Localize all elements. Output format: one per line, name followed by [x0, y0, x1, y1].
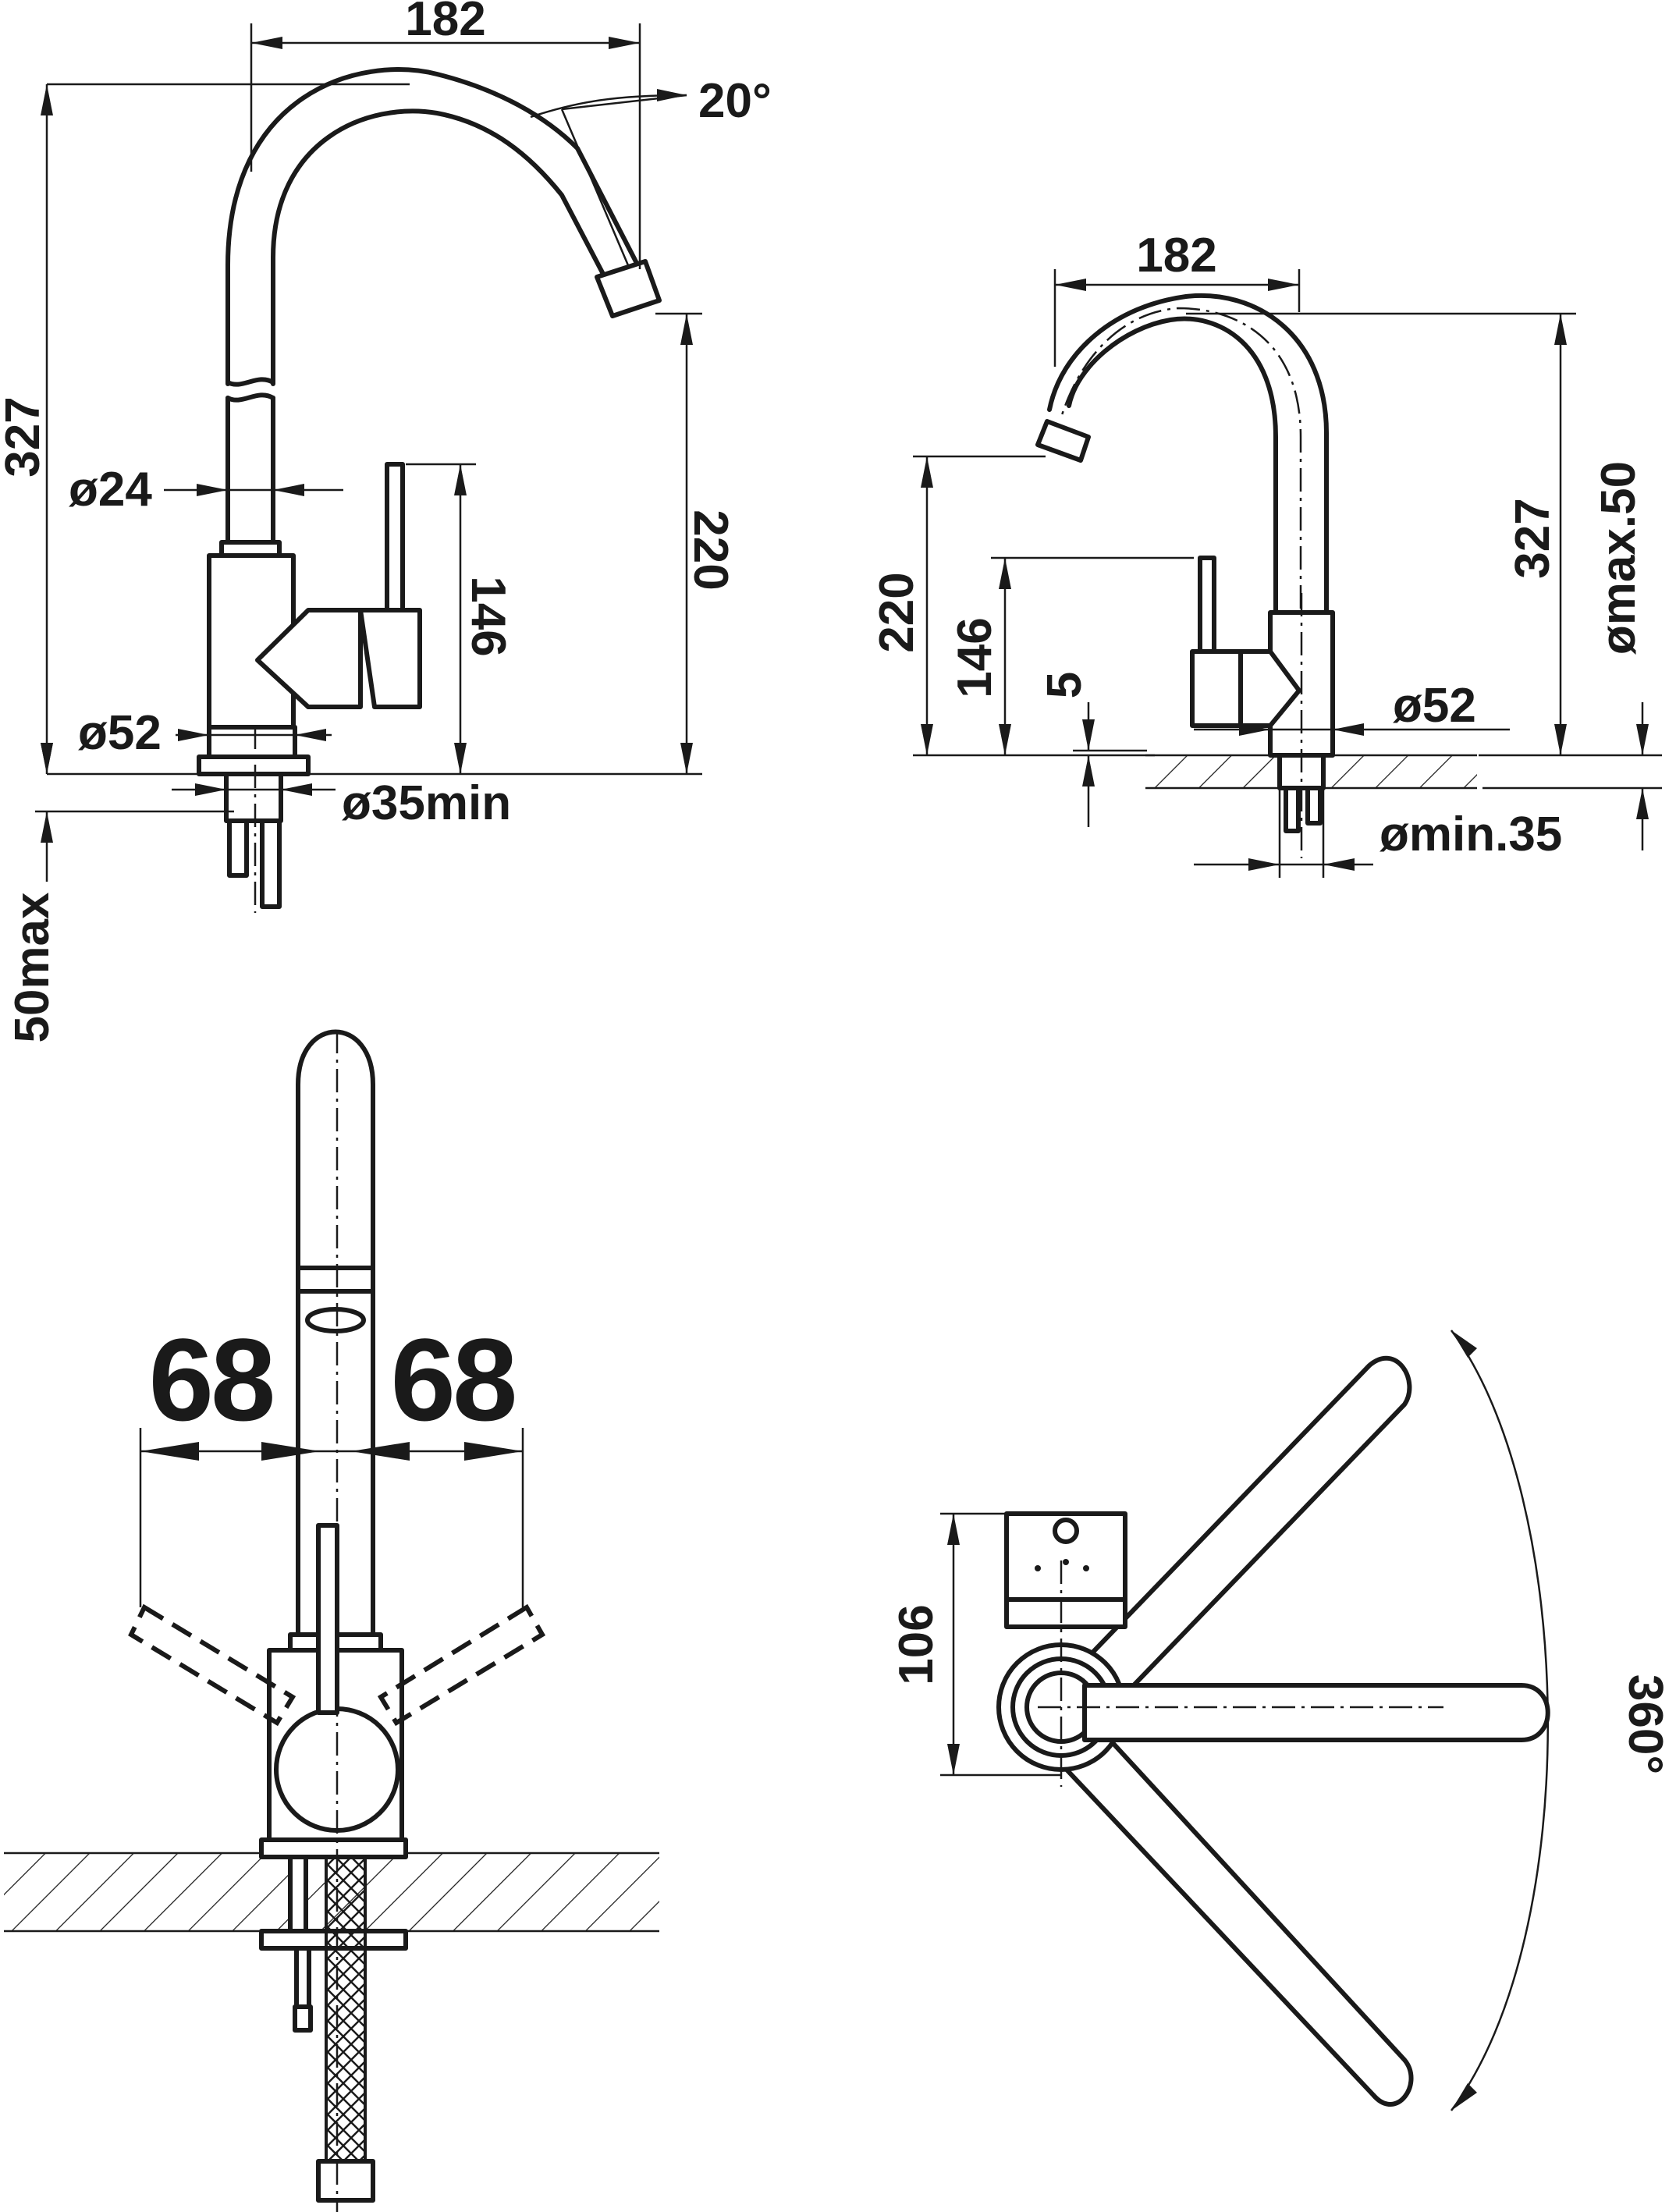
faucet-side-outline: [1035, 293, 1335, 858]
faucet-front-outline: [128, 1029, 546, 2212]
dim-label-side-182: 182: [1136, 229, 1216, 282]
dim-label-182: 182: [405, 0, 485, 46]
dim-side-height-146: 146: [948, 556, 1194, 755]
side-right-view: 182 327 ømax.50 220: [870, 229, 1662, 878]
dim-label-side-146: 146: [948, 617, 1002, 698]
dim-label-50max: 50max: [5, 892, 59, 1043]
dim-side-gap-5: 5: [1038, 672, 1147, 827]
dim-label-side-220: 220: [870, 572, 924, 652]
dim-angle-20: 20°: [530, 74, 772, 266]
dim-width-182: 182: [250, 0, 641, 269]
faucet-outline: [197, 67, 662, 913]
dim-label-side-max50: ømax.50: [1592, 461, 1646, 655]
dim-thickness-50max: 50max: [5, 743, 234, 1043]
dim-label-side-dia-52: ø52: [1393, 679, 1476, 733]
front-bottom-view: 68 68: [4, 1029, 659, 2212]
dim-rotation-360: 360°: [1450, 1330, 1672, 2111]
front-left-view: 182 20° 327 220: [0, 0, 772, 1043]
dim-label-146: 146: [461, 576, 515, 656]
dim-label-side-5: 5: [1038, 672, 1092, 698]
dim-label-dia-24: ø24: [69, 463, 152, 517]
dim-label-68-left: 68: [149, 1314, 273, 1445]
dim-side-thickness-max50: ømax.50: [1479, 461, 1662, 850]
dim-label-68-right: 68: [391, 1314, 515, 1445]
dim-side-diameter-52: ø52: [1194, 679, 1510, 736]
top-view: 106 360°: [889, 1330, 1672, 2111]
dim-height-146: 146: [406, 463, 515, 774]
faucet-top-outline: [996, 1355, 1550, 2107]
dim-side-height-327: 327: [1186, 312, 1576, 755]
dim-label-106: 106: [889, 1604, 943, 1685]
dim-label-360-deg: 360°: [1618, 1674, 1672, 1774]
dim-label-dia-35min: ø35min: [342, 776, 511, 830]
dim-label-20-deg: 20°: [698, 74, 772, 128]
dim-diameter-24: ø24: [69, 463, 343, 517]
dim-diameter-35min: ø35min: [172, 776, 511, 830]
dim-label-327: 327: [0, 396, 50, 477]
dim-height-220: 220: [655, 312, 737, 774]
dim-height-327: 327: [0, 83, 702, 776]
dim-label-side-327: 327: [1506, 498, 1560, 578]
dim-side-diameter-min35: ømin.35: [1194, 788, 1562, 878]
dim-side-width-182: 182: [1053, 229, 1301, 367]
dim-top-depth-106: 106: [889, 1512, 1061, 1777]
dim-side-height-220: 220: [870, 455, 1155, 757]
dim-lever-swing: 68 68: [139, 1314, 524, 1607]
dim-label-side-dia-min35: ømin.35: [1380, 808, 1562, 861]
dim-diameter-52: ø52: [78, 706, 332, 760]
dim-label-dia-52: ø52: [78, 706, 162, 760]
dim-label-220: 220: [684, 510, 737, 590]
